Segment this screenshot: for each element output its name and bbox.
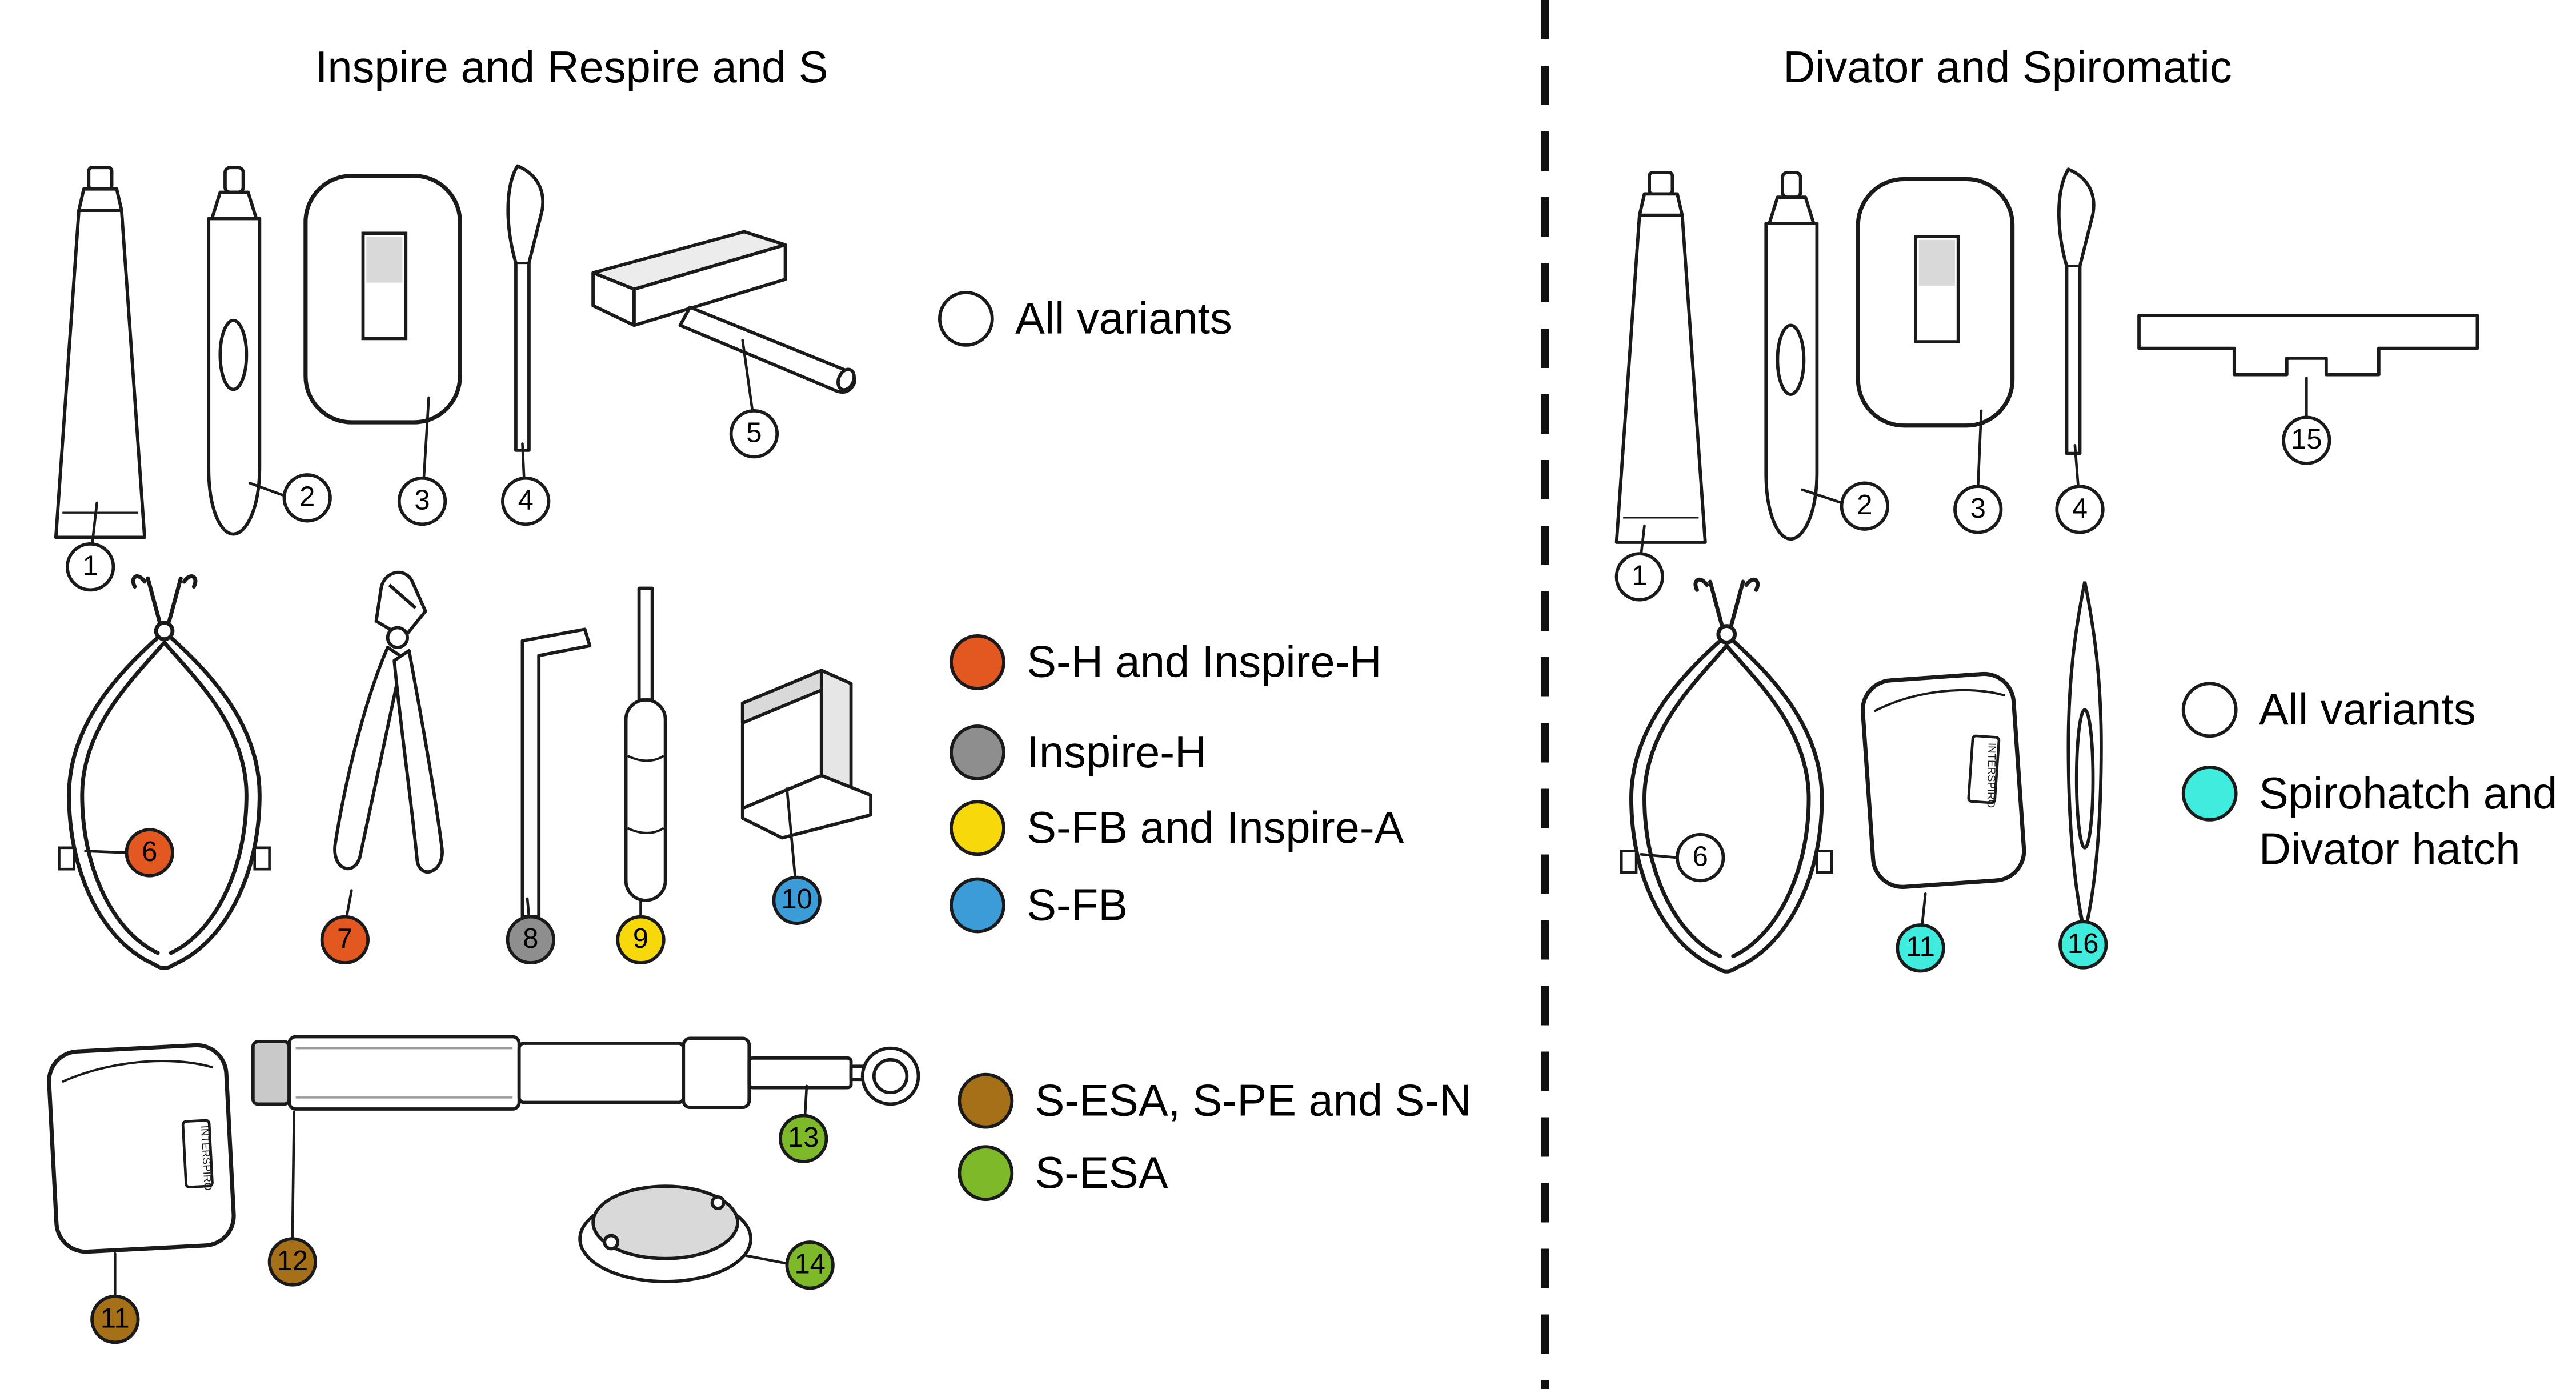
legend-label: S-ESA (1035, 1148, 1168, 1198)
legend-label: Spirohatch and Divator hatch (2258, 768, 2558, 874)
right-panel-title: Divator and Spiromatic (1783, 42, 2232, 93)
service-case-illustration: INTERSPIRO (1860, 664, 2027, 900)
circlip-pliers-illustration (56, 572, 273, 976)
screwdriver-illustration (611, 585, 680, 917)
callout-10: 10 (772, 875, 822, 925)
legend-item-sesa-spe-sn: S-ESA, S-PE and S-N (958, 1072, 1472, 1129)
legend-item-sfb: S-FB (950, 877, 1128, 934)
allen-key-illustration (503, 621, 598, 927)
dome-cover-illustration (575, 1150, 755, 1288)
callout-6: 6 (1676, 832, 1725, 883)
callout-12: 12 (267, 1237, 317, 1287)
callout-1: 1 (1614, 552, 1664, 602)
block-part-illustration (726, 654, 880, 847)
panel-divider (1541, 0, 1549, 1389)
legend-label: All variants (2258, 685, 2476, 735)
legend-item-all-variants: All variants (938, 290, 1232, 347)
callout-14: 14 (785, 1240, 835, 1290)
legend-label: All variants (1015, 294, 1232, 344)
service-case-illustration: INTERSPIRO (43, 1032, 240, 1265)
legend-color-dot (958, 1072, 1014, 1129)
callout-2: 2 (282, 473, 332, 523)
callout-7: 7 (320, 915, 370, 964)
callout-2: 2 (1840, 481, 1889, 531)
tube-illustration (1610, 169, 1712, 550)
hatch-plate-illustration (301, 171, 465, 427)
callout-13: 13 (779, 1114, 828, 1163)
legend-item-sesa: S-ESA (958, 1145, 1168, 1202)
cutting-pliers-illustration (315, 565, 473, 920)
callout-3: 3 (1953, 485, 2003, 534)
callout-3: 3 (397, 476, 447, 526)
legend-label: S-FB and Inspire-A (1027, 803, 1404, 853)
wand-tool-illustration (2057, 578, 2113, 938)
callout-8: 8 (506, 915, 555, 964)
pen-tool-illustration (184, 165, 279, 539)
bracket-part-illustration (2133, 306, 2484, 385)
callout-11: 11 (1896, 923, 1945, 973)
legend-item-all-variants: All variants (2181, 682, 2476, 738)
callout-16: 16 (2058, 920, 2108, 970)
legend-label: S-H and Inspire-H (1027, 637, 1382, 687)
callout-6: 6 (125, 828, 174, 878)
t-handle-tool-illustration (585, 223, 884, 411)
legend-color-dot (938, 290, 994, 347)
legend-item-spirohatch-divator-hatch: Spirohatch and Divator hatch (2181, 766, 2558, 878)
pen-tool-illustration (1741, 169, 1837, 544)
telescopic-tool-illustration (250, 1028, 930, 1137)
callout-4: 4 (2055, 485, 2105, 534)
left-panel-title: Inspire and Respire and S (315, 42, 828, 93)
legend-item-sh-inspireh: S-H and Inspire-H (950, 634, 1382, 690)
legend-item-inspireh: Inspire-H (950, 724, 1207, 780)
callout-1: 1 (66, 542, 115, 592)
callout-15: 15 (2282, 415, 2331, 465)
tube-illustration (49, 165, 151, 546)
legend-color-dot (958, 1145, 1014, 1202)
legend-label: S-ESA, S-PE and S-N (1035, 1076, 1472, 1126)
callout-11: 11 (90, 1294, 140, 1344)
case-brand-label: INTERSPIRO (1985, 743, 1998, 808)
circlip-pliers-illustration (1618, 575, 1835, 979)
legend-color-dot (950, 800, 1005, 856)
legend-color-dot (950, 634, 1005, 690)
callout-9: 9 (616, 915, 666, 964)
legend-color-dot (950, 877, 1005, 934)
legend-label: Inspire-H (1027, 727, 1207, 778)
callout-4: 4 (501, 476, 551, 526)
hook-spanner-illustration (2047, 165, 2103, 463)
hook-spanner-illustration (496, 161, 552, 460)
legend-label: S-FB (1027, 880, 1128, 930)
hatch-plate-illustration (1853, 174, 2018, 431)
legend-color-dot (950, 724, 1005, 780)
callout-5: 5 (729, 409, 779, 459)
legend-color-dot (2181, 766, 2238, 822)
legend-color-dot (2181, 682, 2238, 738)
legend-item-sfb-inspirea: S-FB and Inspire-A (950, 800, 1404, 856)
